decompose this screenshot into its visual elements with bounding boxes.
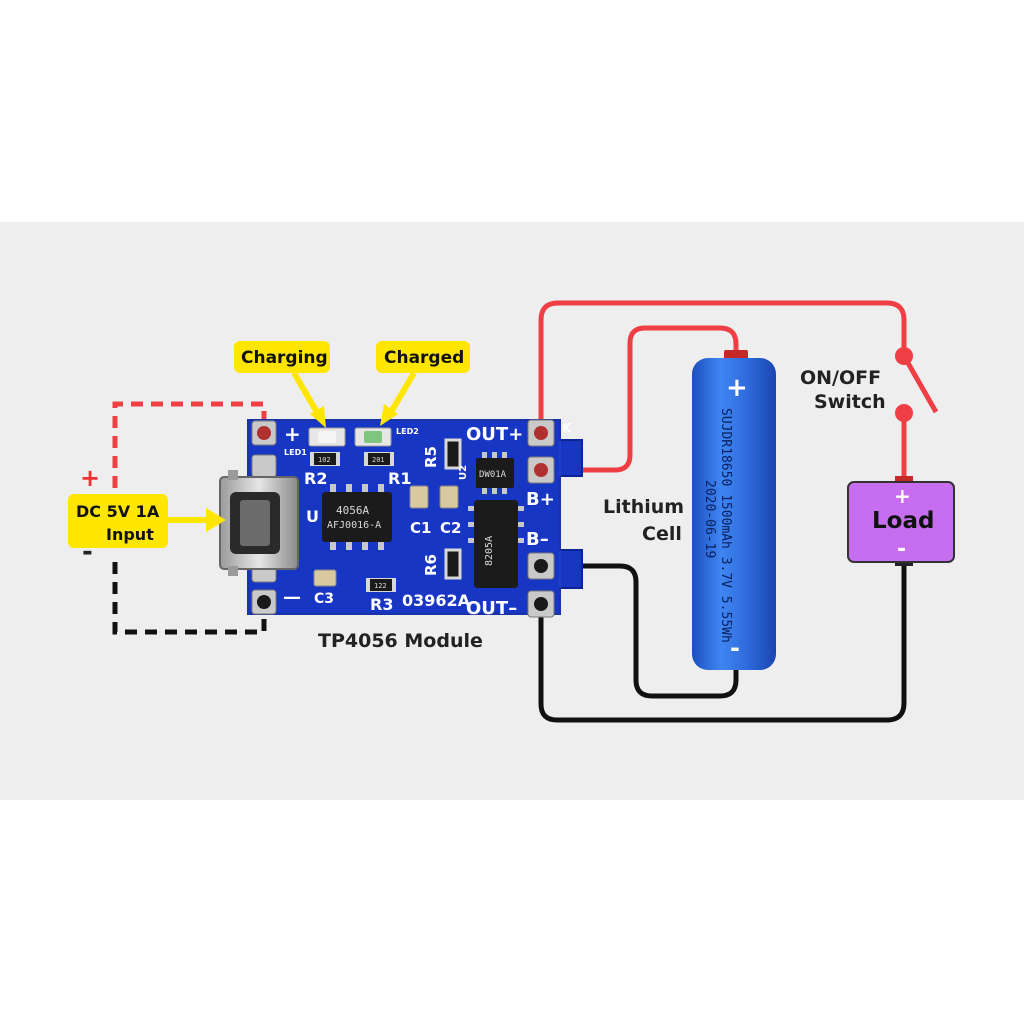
load-box: + Load -: [847, 476, 955, 566]
input-mid-pad-top: [251, 454, 277, 478]
battery-print-line1: SUJDR18650 1500mAh 3.7V 5.55Wh: [718, 408, 733, 643]
r3-code: 122: [374, 582, 387, 590]
on-off-switch: [895, 347, 939, 422]
load-minus-sign: -: [897, 537, 906, 562]
charging-callout: Charging: [234, 341, 330, 428]
load-plus-sign: +: [894, 484, 911, 508]
switch-label-line1: ON/OFF: [800, 367, 881, 389]
main-chip-line2: AFJ0016-A: [327, 520, 381, 531]
k-label: K: [562, 421, 572, 435]
input-plus-sign: +: [80, 464, 100, 492]
tp4056-chip: 4056A AFJ0016-A: [322, 484, 392, 550]
capacitor-c3-body: [313, 569, 337, 587]
board-code-label: 03962A: [402, 591, 471, 610]
mosfet-8205a-chip: 8205A: [468, 500, 524, 588]
battery-label-line2: Cell: [642, 523, 682, 545]
input-callout-line1: DC 5V 1A: [76, 502, 160, 521]
r2-label: R2: [304, 469, 327, 488]
resistor-r5-body: [444, 438, 462, 470]
charging-callout-text: Charging: [241, 348, 328, 368]
lithium-cell: + - SUJDR18650 1500mAh 3.7V 5.55Wh 2020-…: [692, 350, 776, 670]
input-callout: DC 5V 1A Input: [68, 494, 226, 548]
r1-label: R1: [388, 469, 411, 488]
micro-usb-connector: [219, 470, 299, 576]
resistor-r1-body: 201: [364, 452, 394, 466]
r6-label: R6: [422, 554, 440, 576]
c2-label: C2: [440, 519, 461, 537]
battery-plus-sign: +: [726, 373, 748, 403]
r3-label: R3: [370, 595, 393, 614]
battery-negative-wire: [541, 563, 739, 699]
resistor-r3-body: 122: [366, 578, 396, 592]
tp4056-module: + — LED1 LED2 102 201: [219, 419, 583, 619]
r5-label: R5: [422, 446, 440, 468]
capacitor-c1-body: [409, 485, 429, 509]
battery-label-line1: Lithium: [603, 496, 684, 518]
c3-label: C3: [314, 591, 334, 607]
battery-positive-wire: [541, 325, 739, 473]
input-minus-sign: -: [82, 537, 93, 567]
led1-label: LED1: [284, 448, 307, 457]
charging-led: [308, 427, 346, 447]
out-negative-wire: [538, 562, 907, 723]
mosfet-text: 8205A: [484, 536, 495, 566]
main-chip-line1: 4056A: [336, 504, 369, 517]
module-caption: TP4056 Module: [318, 630, 483, 652]
c1-label: C1: [410, 519, 431, 537]
input-minus-label: —: [283, 587, 301, 608]
battery-minus-sign: -: [730, 634, 740, 662]
input-plus-label: +: [284, 422, 301, 446]
out-positive-wire: [538, 300, 907, 432]
r1-code: 201: [372, 456, 385, 464]
battery-print-line2: 2020-06-19: [702, 480, 717, 558]
b-minus-label: B–: [526, 529, 549, 550]
charged-led: [354, 427, 392, 447]
charged-callout-text: Charged: [384, 348, 464, 368]
resistor-r6-body: [444, 548, 462, 580]
u1-label: U: [306, 507, 319, 526]
input-callout-line2: Input: [106, 525, 154, 544]
u2-label: U2: [458, 465, 469, 480]
capacitor-c2-body: [439, 485, 459, 509]
led2-label: LED2: [396, 427, 419, 436]
load-label: Load: [872, 508, 934, 534]
out-minus-label: OUT–: [466, 598, 517, 619]
r2-code: 102: [318, 456, 331, 464]
switch-label-line2: Switch: [814, 391, 886, 413]
b-plus-label: B+: [526, 489, 555, 510]
dw01a-chip: DW01A: [476, 452, 514, 494]
dw01a-text: DW01A: [479, 470, 507, 480]
input-negative-wire: [112, 562, 267, 635]
input-positive-wire: [112, 401, 267, 488]
wires: [112, 300, 907, 723]
out-plus-label: OUT+: [466, 424, 523, 445]
charged-callout: Charged: [376, 341, 470, 426]
resistor-r2-body: 102: [310, 452, 340, 466]
